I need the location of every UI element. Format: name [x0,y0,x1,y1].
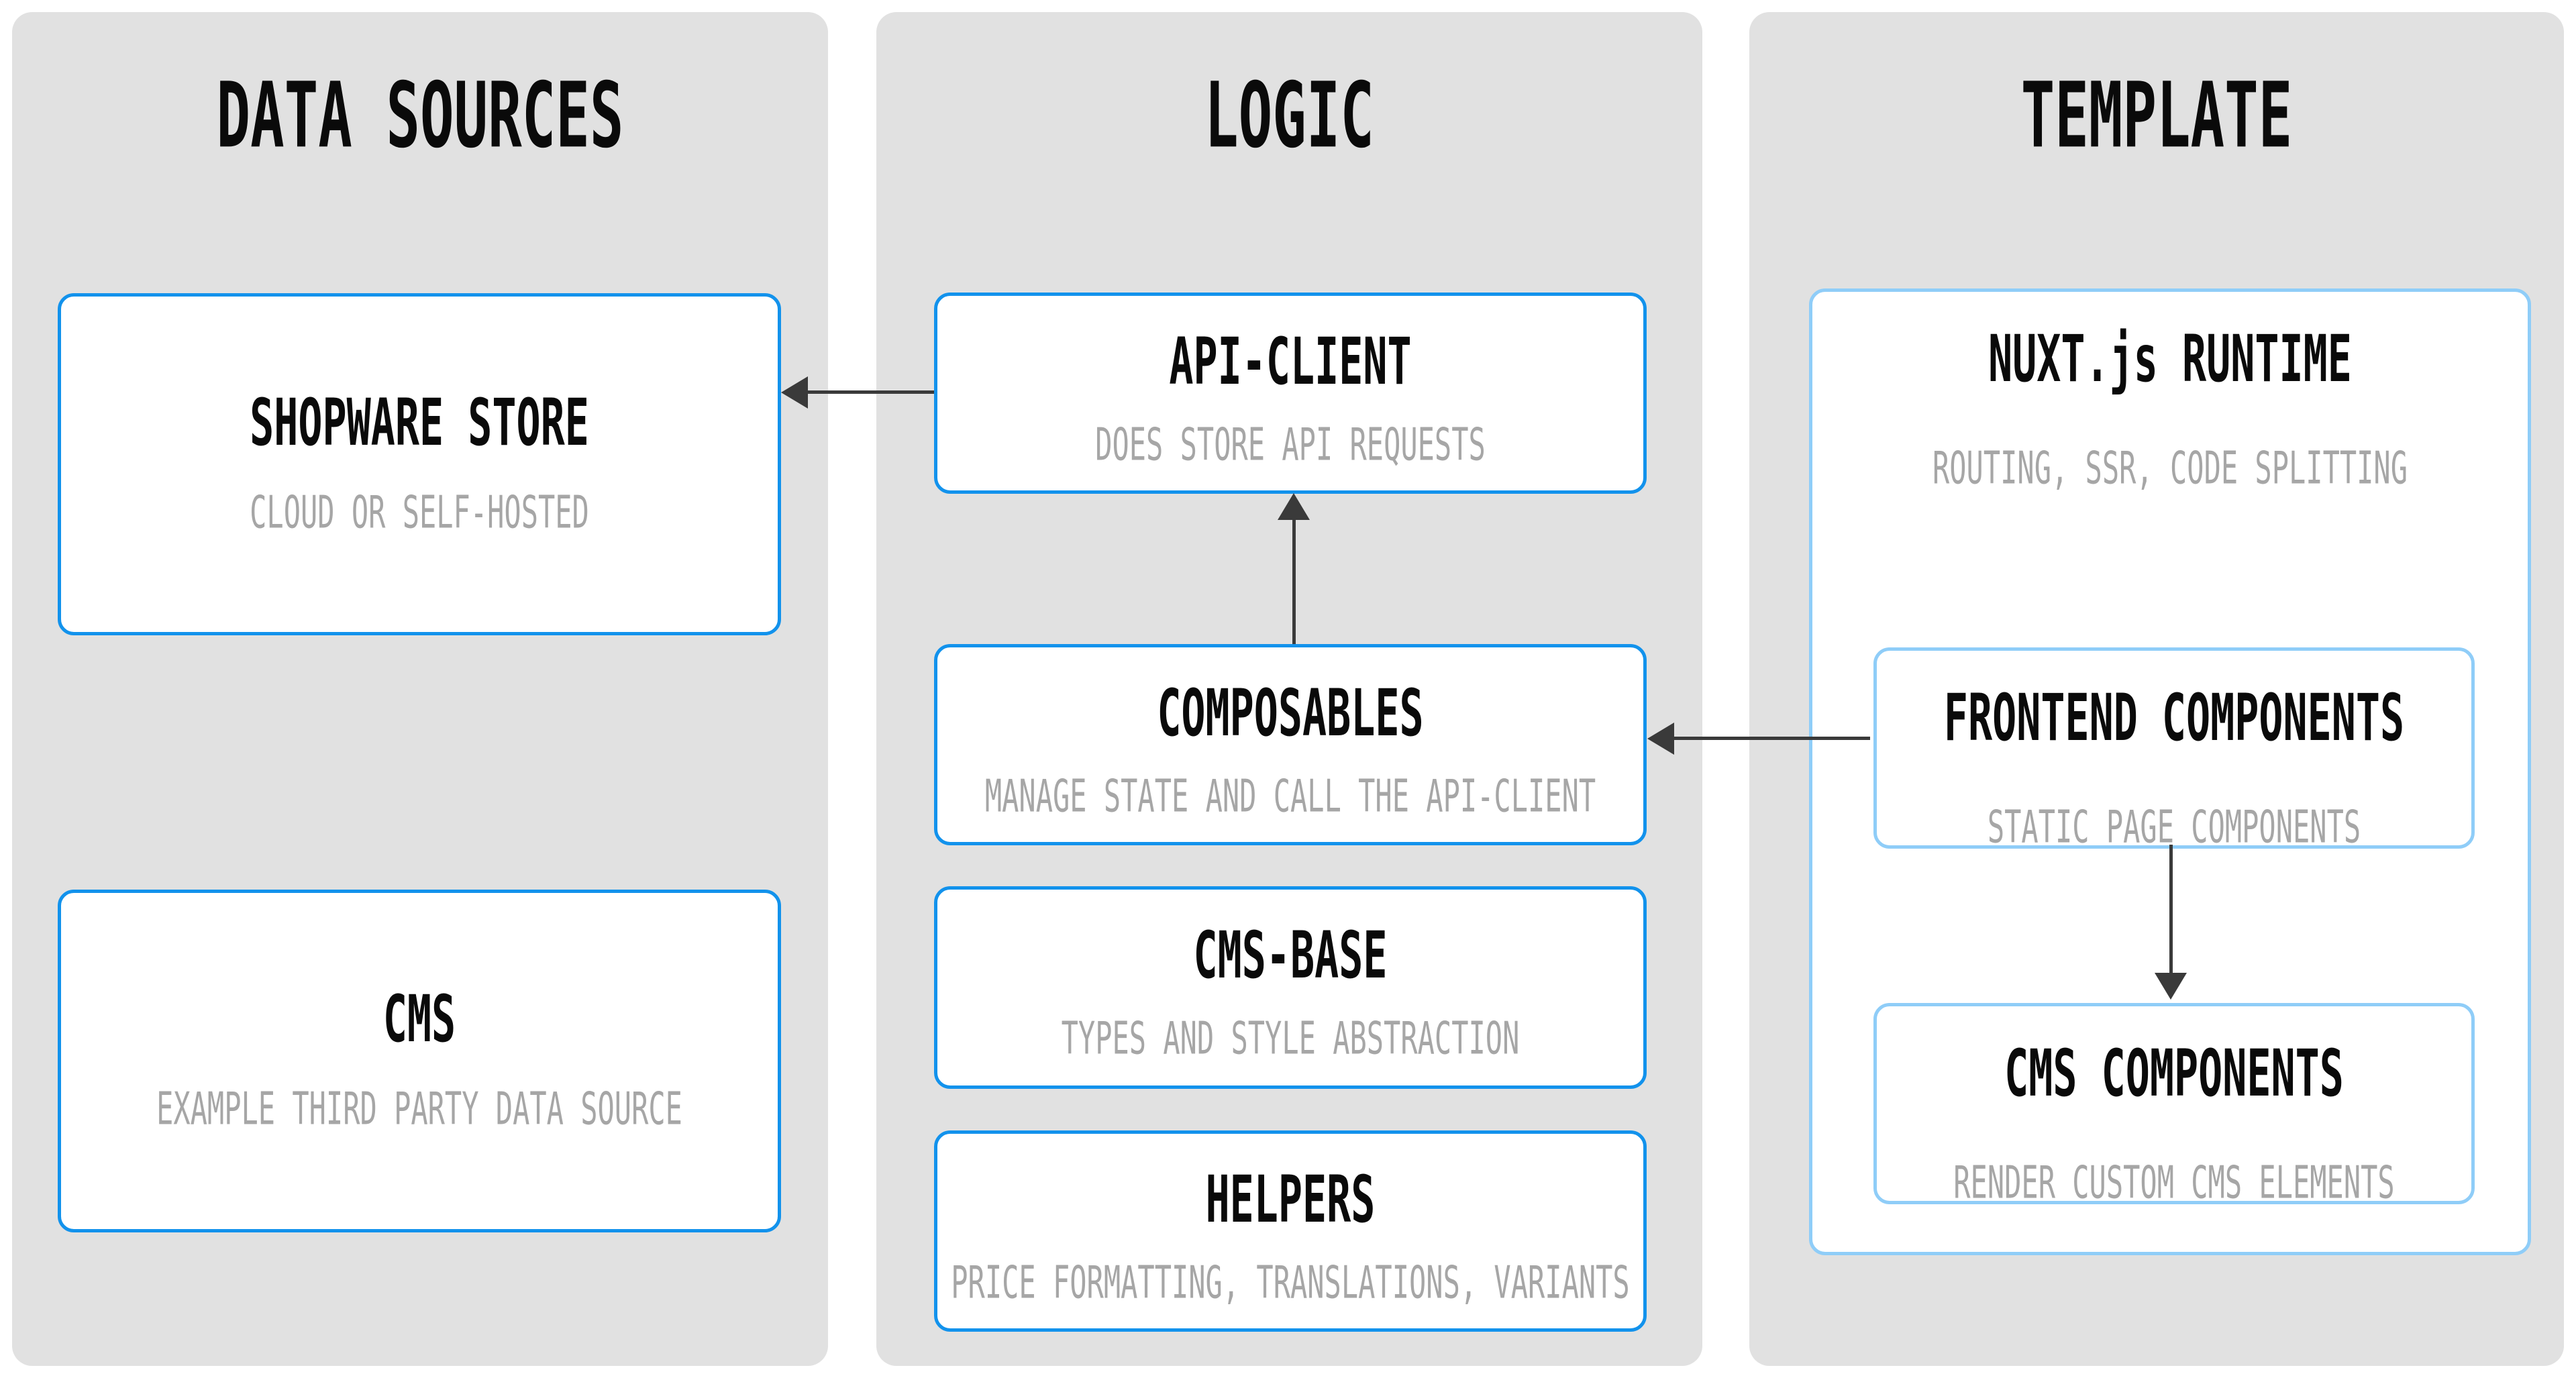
box-title-nuxt-runtime: NUXT.js RUNTIME [1988,322,2352,397]
box-title-composables: COMPOSABLES [1157,676,1424,751]
arrowhead-up-icon [1278,493,1310,520]
panel-data-sources: DATA SOURCES SHOPWARE STORE CLOUD OR SEL… [12,12,828,1366]
box-shopware-store: SHOPWARE STORE CLOUD OR SELF-HOSTED [58,293,781,635]
arrowhead-left-icon [781,376,808,409]
arrowhead-down-icon [2155,973,2187,1000]
box-title-cms-components: CMS COMPONENTS [2004,1037,2344,1112]
box-subtitle-composables: MANAGE STATE AND CALL THE API-CLIENT [984,770,1596,823]
box-subtitle-nuxt-runtime: ROUTING, SSR, CODE SPLITTING [1932,441,2408,494]
arrowhead-left-icon [1647,723,1674,755]
box-title-shopware-store: SHOPWARE STORE [250,386,589,461]
box-cms: CMS EXAMPLE THIRD PARTY DATA SOURCE [58,890,781,1232]
box-subtitle-cms-components: RENDER CUSTOM CMS ELEMENTS [1953,1156,2395,1209]
panel-template: TEMPLATE NUXT.js RUNTIME ROUTING, SSR, C… [1749,12,2564,1366]
box-helpers: HELPERS PRICE FORMATTING, TRANSLATIONS, … [934,1130,1647,1332]
box-composables: COMPOSABLES MANAGE STATE AND CALL THE AP… [934,644,1647,845]
box-frontend-components: FRONTEND COMPONENTS STATIC PAGE COMPONEN… [1873,647,2475,849]
box-subtitle-cms: EXAMPLE THIRD PARTY DATA SOURCE [156,1082,682,1135]
box-nuxt-runtime: NUXT.js RUNTIME ROUTING, SSR, CODE SPLIT… [1809,288,2531,1255]
box-subtitle-frontend-components: STATIC PAGE COMPONENTS [1987,800,2361,853]
arrow-line [1674,737,1870,740]
box-subtitle-api-client: DOES STORE API REQUESTS [1095,418,1486,471]
column-title-data-sources: DATA SOURCES [216,62,624,168]
box-title-cms-base: CMS-BASE [1193,918,1388,994]
arrow-line [808,390,934,394]
column-title-logic: LOGIC [1204,62,1374,168]
arrow-line [2169,845,2173,973]
box-subtitle-helpers: PRICE FORMATTING, TRANSLATIONS, VARIANTS [951,1256,1630,1309]
box-title-frontend-components: FRONTEND COMPONENTS [1943,681,2405,756]
column-title-template: TEMPLATE [2020,62,2293,168]
box-title-helpers: HELPERS [1205,1163,1376,1238]
box-subtitle-cms-base: TYPES AND STYLE ABSTRACTION [1061,1012,1520,1065]
box-title-api-client: API-CLIENT [1169,325,1412,400]
arrow-line [1292,520,1296,644]
box-subtitle-shopware-store: CLOUD OR SELF-HOSTED [250,486,589,539]
panel-logic: LOGIC API-CLIENT DOES STORE API REQUESTS… [876,12,1702,1366]
box-api-client: API-CLIENT DOES STORE API REQUESTS [934,293,1647,494]
box-cms-components: CMS COMPONENTS RENDER CUSTOM CMS ELEMENT… [1873,1003,2475,1209]
box-title-cms: CMS [382,982,456,1057]
box-cms-base: CMS-BASE TYPES AND STYLE ABSTRACTION [934,886,1647,1089]
